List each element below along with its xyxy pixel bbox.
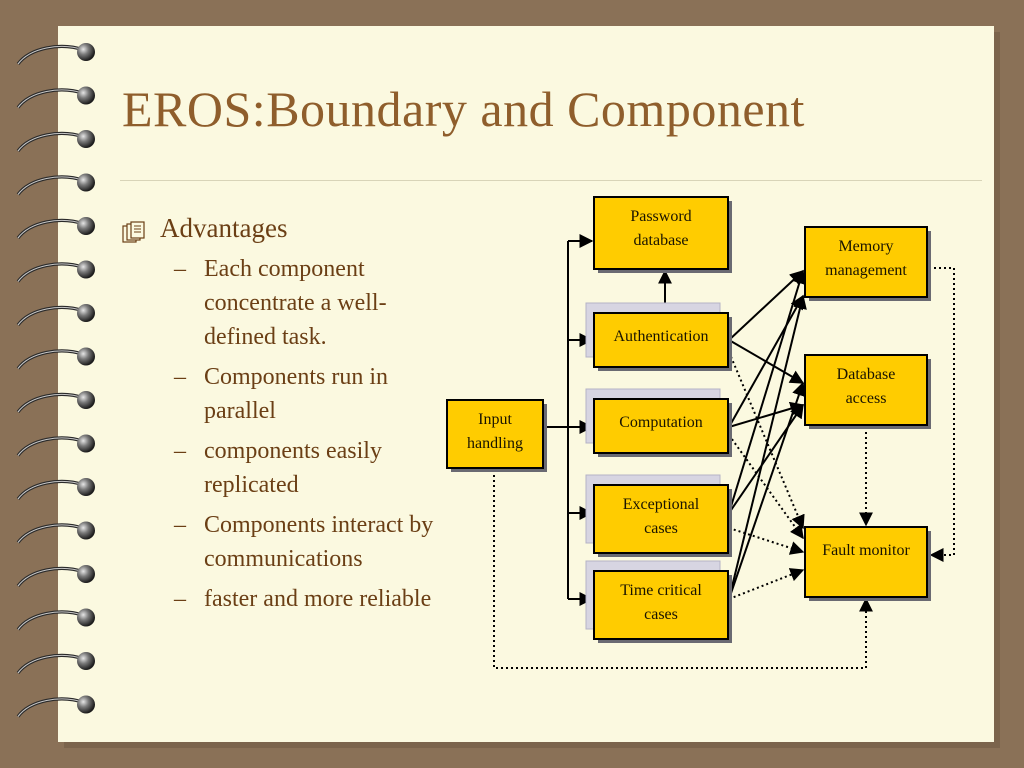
spiral-ring — [16, 608, 95, 631]
node-box — [593, 570, 729, 640]
spiral-ring — [16, 86, 95, 109]
spiral-ring — [16, 434, 95, 457]
node-time-critical-cases: Time critical cases — [585, 560, 732, 643]
node-label: cases — [644, 520, 678, 537]
spiral-ring — [16, 130, 95, 153]
spiral-ring — [16, 43, 95, 66]
spiral-ring — [16, 478, 95, 501]
dotted-computation-to-fault-monitor — [728, 434, 804, 540]
dotted-exceptional-to-fault-monitor — [728, 527, 805, 555]
node-label: Time critical — [620, 582, 702, 599]
connector-group — [493, 234, 955, 669]
node-exceptional-cases: Exceptional cases — [585, 474, 732, 557]
sub-bullet-text: components easily replicated — [204, 437, 382, 498]
sub-bullet-text: Components run in parallel — [204, 363, 388, 424]
node-label: Database — [837, 366, 896, 383]
dotted-memory-to-fault-monitor — [929, 267, 955, 562]
node-label: Authentication — [613, 328, 708, 345]
node-input-handling: Input handling — [446, 399, 547, 472]
spiral-ring — [16, 347, 95, 370]
sub-bullet: –Components run in parallel — [174, 363, 388, 424]
node-label: database — [633, 232, 688, 249]
bullet-list: Advantages –Each component concentrate a… — [120, 212, 440, 622]
connector-module-to-service — [728, 270, 805, 341]
connector-module-to-service — [728, 294, 807, 600]
connector-module-to-service — [728, 403, 804, 514]
slide-title: EROS:Boundary and Component — [122, 81, 805, 137]
advantages-sublist: –Each component concentrate a well-defin… — [120, 252, 440, 616]
node-group: Password databaseAuthenticationComputatio… — [446, 196, 931, 643]
spiral-ring — [16, 173, 95, 196]
stack-of-pages-icon — [122, 221, 145, 243]
spiral-ring — [16, 391, 95, 414]
connector-module-to-service — [728, 381, 806, 600]
spiral-ring — [16, 521, 95, 544]
sub-bullet: –Components interact by communications — [174, 511, 434, 572]
node-box — [593, 312, 729, 368]
bullet-advantages: Advantages — [120, 212, 440, 246]
node-label: Password — [630, 208, 691, 225]
node-label: Memory — [838, 238, 893, 255]
connector-module-to-service — [728, 269, 807, 514]
spiral-ring — [16, 260, 95, 283]
sub-bullet: –faster and more reliable — [174, 585, 432, 612]
node-authentication: Authentication — [585, 302, 732, 371]
node-box — [446, 399, 544, 469]
node-computation: Computation — [585, 388, 732, 457]
sub-bullet: –components easily replicated — [174, 437, 382, 498]
node-box — [593, 484, 729, 554]
node-box — [804, 354, 928, 426]
node-box — [804, 526, 928, 598]
node-label: Exceptional — [623, 496, 700, 513]
node-label: access — [846, 390, 887, 407]
spiral-binding — [16, 43, 95, 718]
node-box — [804, 226, 928, 298]
bullet-advantages-label: Advantages — [160, 213, 288, 243]
node-password-database: Password database — [593, 196, 732, 273]
dotted-time-critical-to-fault-monitor — [728, 568, 805, 600]
sub-bullet-text: Each component concentrate a well-define… — [204, 255, 387, 350]
spiral-ring — [16, 217, 95, 240]
node-label: cases — [644, 606, 678, 623]
connector-module-to-service — [728, 294, 804, 428]
sub-bullet-text: faster and more reliable — [204, 585, 432, 612]
sub-bullet-text: Components interact by communications — [204, 511, 434, 572]
node-label: Computation — [619, 414, 703, 431]
spiral-ring — [16, 565, 95, 588]
spiral-ring — [16, 652, 95, 675]
sub-bullet: –Each component concentrate a well-defin… — [174, 255, 387, 350]
node-box — [593, 196, 729, 270]
spiral-ring — [16, 304, 95, 327]
spiral-ring — [16, 695, 95, 718]
dotted-authentication-to-fault-monitor — [728, 351, 805, 530]
node-database-access: Database access — [804, 354, 931, 429]
node-label: Input — [478, 411, 512, 428]
node-box — [593, 398, 729, 454]
node-label: handling — [467, 435, 523, 452]
node-label: Fault monitor — [822, 542, 910, 559]
node-fault-monitor: Fault monitor — [804, 526, 931, 601]
title-divider — [120, 180, 982, 181]
node-memory-management: Memory management — [804, 226, 931, 301]
node-label: management — [825, 262, 907, 279]
